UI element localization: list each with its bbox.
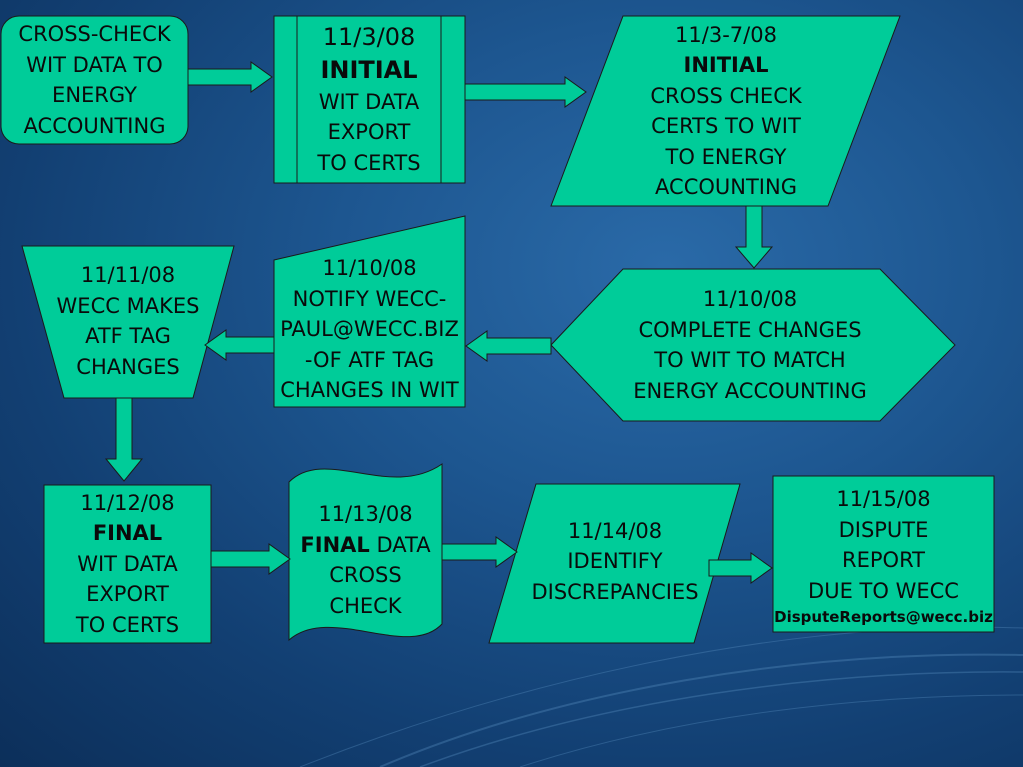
node-text: TO ENERGY <box>665 144 787 169</box>
node-text: REPORT <box>842 548 925 572</box>
complete-changes-shape <box>550 268 956 422</box>
initial-export-node: 11/3/08 INITIAL WIT DATA EXPORT TO CERTS <box>297 16 441 183</box>
arrow-right <box>187 61 273 93</box>
node-text: ACCOUNTING <box>23 113 166 138</box>
node-text: DUE TO WECC <box>808 578 959 603</box>
node-date: 11/14/08 <box>567 518 663 543</box>
arrow-left <box>204 329 275 361</box>
node-date: 11/3/08 <box>322 22 416 51</box>
node-text: DATA <box>369 532 431 557</box>
initial-crosscheck-node: 11/3-7/08 INITIAL CROSS CHECK CERTS TO W… <box>626 19 826 203</box>
notify-shape <box>273 215 466 408</box>
node-date: 11/12/08 <box>80 490 175 515</box>
arrow-down <box>734 205 774 269</box>
arrow-right <box>708 552 773 584</box>
node-text: CROSS CHECK <box>650 83 802 108</box>
node-date: 11/3-7/08 <box>675 22 777 47</box>
node-text: ATF TAG <box>85 324 171 348</box>
dispute-email: DisputeReports@wecc.biz <box>774 608 993 626</box>
final-export-shape <box>43 484 212 644</box>
node-text: CROSS <box>329 563 402 587</box>
node-emphasis: FINAL <box>92 521 163 546</box>
background-swoosh <box>299 626 1023 767</box>
discrepancies-node: 11/14/08 IDENTIFY DISCREPANCIES <box>515 514 715 609</box>
complete-changes-node: 11/10/08 COMPLETE CHANGES TO WIT TO MATC… <box>600 284 900 406</box>
node-emphasis: INITIAL <box>683 53 769 77</box>
final-crosscheck-shape <box>288 463 443 642</box>
arrow-right <box>210 543 291 575</box>
node-text: TO CERTS <box>317 150 421 175</box>
node-text: ENERGY <box>52 83 137 107</box>
crosscheck-node: CROSS-CHECK WIT DATA TO ENERGY ACCOUNTIN… <box>1 16 188 144</box>
node-text: WIT DATA TO <box>26 52 163 77</box>
node-text: ACCOUNTING <box>655 175 797 199</box>
arrow-down <box>104 397 144 482</box>
node-text: WIT DATA <box>318 89 420 114</box>
node-text: PAUL@WECC.BIZ <box>280 317 459 342</box>
node-date: 11/13/08 <box>318 502 413 526</box>
node-text: TO WIT TO MATCH <box>654 348 846 372</box>
node-text: CHANGES IN WIT <box>280 378 459 403</box>
final-crosscheck-node: 11/13/08 FINAL DATA CROSS CHECK <box>289 499 442 621</box>
final-export-node: 11/12/08 FINAL WIT DATA EXPORT TO CERTS <box>44 485 211 643</box>
wecc-changes-node: 11/11/08 WECC MAKES ATF TAG CHANGES <box>40 258 216 384</box>
initial-crosscheck-shape <box>550 15 901 207</box>
node-text: ENERGY ACCOUNTING <box>633 378 867 403</box>
dispute-shape <box>772 475 995 633</box>
node-text: CROSS-CHECK <box>18 22 171 46</box>
node-text: CHANGES <box>76 354 180 379</box>
node-text: CERTS TO WIT <box>651 114 801 138</box>
initial-export-shape <box>273 15 466 184</box>
node-text: WECC MAKES <box>56 293 200 318</box>
node-date: 11/10/08 <box>702 287 798 311</box>
node-text: DISCREPANCIES <box>531 579 699 604</box>
node-text: IDENTIFY <box>567 549 663 574</box>
node-text: NOTIFY WECC- <box>292 286 447 311</box>
node-text: EXPORT <box>327 120 411 145</box>
node-text: WIT DATA <box>77 551 178 576</box>
notify-node: 11/10/08 NOTIFY WECC- PAUL@WECC.BIZ -OF … <box>272 252 467 407</box>
wecc-changes-shape <box>21 245 235 399</box>
node-emphasis: FINAL <box>300 532 370 557</box>
node-date: 11/15/08 <box>836 487 931 511</box>
node-date: 11/10/08 <box>322 256 417 281</box>
dispute-node: 11/15/08 DISPUTE REPORT DUE TO WECC Disp… <box>773 484 994 630</box>
node-date: 11/11/08 <box>80 263 176 287</box>
arrow-right <box>441 536 518 568</box>
node-emphasis: INITIAL <box>320 55 418 84</box>
arrow-left <box>465 330 552 362</box>
node-text: TO CERTS <box>75 612 180 637</box>
node-text: EXPORT <box>86 582 169 607</box>
node-text: CHECK <box>329 593 402 618</box>
discrepancies-shape <box>488 483 741 644</box>
node-text: -OF ATF TAG <box>304 347 435 372</box>
arrow-right <box>464 76 587 108</box>
node-text: DISPUTE <box>838 517 929 542</box>
node-text: COMPLETE CHANGES <box>638 317 862 342</box>
